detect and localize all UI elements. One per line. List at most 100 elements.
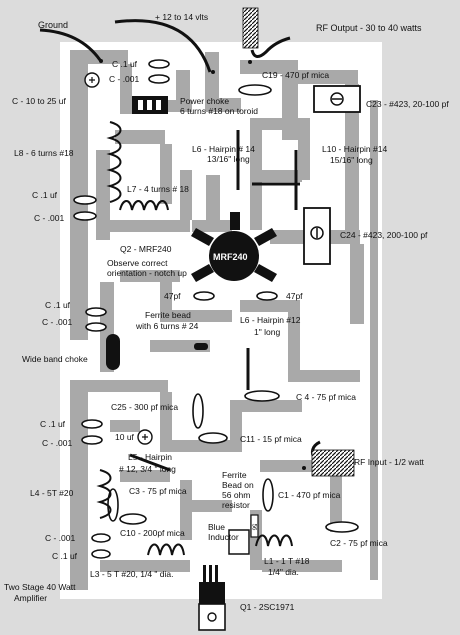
c19-cap	[238, 84, 272, 96]
c-47pf-right-label: 47pf	[286, 291, 303, 301]
ground-vias	[99, 59, 306, 470]
c-1uf-lower-label: C .1 uf	[45, 300, 71, 310]
c-001-bot	[81, 435, 103, 445]
c-47pf-right	[256, 291, 278, 301]
l1-coil	[255, 534, 293, 547]
l6b-label-2: 1" long	[254, 327, 281, 337]
q2-mrf240-transistor	[191, 212, 277, 282]
amp-title-2: Amplifier	[14, 593, 48, 603]
observe-label-1: Observe correct	[107, 258, 168, 268]
fb-label-4: resistor	[222, 500, 250, 510]
l4-label: L4 - 5T #20	[30, 488, 74, 498]
c-10-25uf-label: C - 10 to 25 uf	[12, 96, 66, 106]
blue-inductor	[228, 529, 250, 555]
c10-cap	[119, 513, 147, 525]
c-1uf-bot	[81, 419, 103, 429]
c25-cap	[192, 393, 204, 429]
c19-label: C19 - 470 pf mica	[262, 70, 330, 80]
l5-label-1: L5 - Hairpin	[128, 452, 172, 462]
c4-cap	[244, 390, 280, 402]
wires	[39, 19, 321, 461]
c1-cap	[262, 478, 274, 512]
c2-label: C2 - 75 pf mica	[330, 538, 388, 548]
c-001-mid-label: C - .001	[34, 213, 65, 223]
c-001-top-label: C - .001	[109, 74, 140, 84]
l4-coil	[96, 469, 112, 519]
c-1uf-l3-label: C .1 uf	[52, 551, 78, 561]
c3-label: C3 - 75 pf mica	[129, 486, 187, 496]
l6b-label-1: L6 - Hairpin #12	[240, 315, 301, 325]
l8-coil	[106, 121, 122, 203]
l3-label: L3 - 5 T #20, 1/4 " dia.	[90, 569, 174, 579]
c-001-mid	[73, 211, 97, 221]
c-001-l3-label: C - .001	[45, 533, 76, 543]
l7-coil	[119, 200, 169, 211]
l6-label-1: L6 - Hairpin # 14	[192, 144, 255, 154]
c11-cap	[198, 432, 228, 444]
ground-wire	[39, 28, 102, 61]
c24-trimmer	[303, 207, 331, 265]
c-10uf-label: 10 uf	[115, 432, 134, 442]
power-choke-label-2: 6 turns #18 on toroid	[180, 106, 258, 116]
c-47pf-left	[193, 291, 215, 301]
c-1uf-lower	[85, 307, 107, 317]
c-01uf-top	[148, 59, 170, 69]
c-1uf-mid-label: C .1 uf	[32, 190, 58, 200]
power-choke-label-1: Power choke	[180, 96, 230, 106]
amp-title-1: Two Stage 40 Watt	[4, 582, 76, 592]
rf-output-coax	[242, 7, 259, 49]
c-001-lower	[85, 322, 107, 332]
observe-label-2: orientation - notch up	[107, 268, 187, 278]
c25-label: C25 - 300 pf mica	[111, 402, 179, 412]
l7-label: L7 - 4 turns # 18	[127, 184, 189, 194]
trimmer-capacitors	[303, 85, 361, 265]
resistor-56-text: 56	[250, 523, 257, 531]
l10-label-1: L10 - Hairpin #14	[322, 144, 388, 154]
c23-trimmer	[313, 85, 361, 113]
ferrite-bead	[194, 343, 208, 350]
c-1uf-mid	[73, 195, 97, 205]
electrolytic-caps	[84, 72, 153, 445]
capacitors	[73, 59, 359, 559]
c-001-l3	[91, 533, 111, 543]
q1-2sc1971-transistor	[198, 565, 226, 631]
c-47pf-left-label: 47pf	[164, 291, 181, 301]
q1-label: Q1 - 2SC1971	[240, 602, 295, 612]
supply-wire	[114, 19, 212, 73]
c10-label: C10 - 200pf mica	[120, 528, 185, 538]
l8-label: L8 - 6 turns #18	[14, 148, 74, 158]
resistor-56	[250, 514, 259, 538]
l1-label-2: 1/4" dia.	[268, 567, 299, 577]
c11-label: C11 - 15 pf mica	[240, 434, 302, 444]
rf-output-label: RF Output - 30 to 40 watts	[316, 23, 422, 33]
c1-label: C1 - 470 pf mica	[278, 490, 341, 500]
rf-input-coax	[311, 449, 355, 477]
coils	[96, 121, 293, 556]
wideband-choke	[106, 334, 120, 370]
c24-label: C24 - #423, 200-100 pf	[340, 230, 428, 240]
ferrite-label-2: with 6 turns # 24	[136, 321, 199, 331]
l6-label-2: 13/16" long	[207, 154, 250, 164]
c-1uf-bot-label: C .1 uf	[40, 419, 66, 429]
hairpins	[129, 130, 300, 472]
fb-label-2: Bead on	[222, 480, 254, 490]
c4-label: C 4 - 75 pf mica	[296, 392, 356, 402]
supply-label: + 12 to 14 vlts	[155, 12, 209, 22]
c-001-lower-label: C - .001	[42, 317, 73, 327]
ground-label: Ground	[38, 20, 69, 30]
q2-label: Q2 - MRF240	[120, 244, 172, 254]
l1-label-1: L1 - 1 T #18	[264, 556, 310, 566]
c-01uf-top-label: C .1 uf	[112, 59, 138, 69]
c23-label: C23 - #423, 20-100 pf	[366, 99, 449, 109]
l3-coil	[147, 543, 185, 556]
ferrite-label-1: Ferrite bead	[145, 310, 191, 320]
c2-cap	[325, 521, 359, 533]
c-001-top	[148, 74, 170, 84]
blue-label-1: Blue	[208, 522, 226, 532]
c-001-bot-label: C - .001	[42, 438, 73, 448]
l5-label-2: # 12, 3/4 " long	[119, 464, 176, 474]
l10-label-2: 15/16" long	[330, 155, 373, 165]
fb-label-1: Ferrite	[222, 470, 247, 480]
rf-output-wire	[250, 36, 291, 58]
